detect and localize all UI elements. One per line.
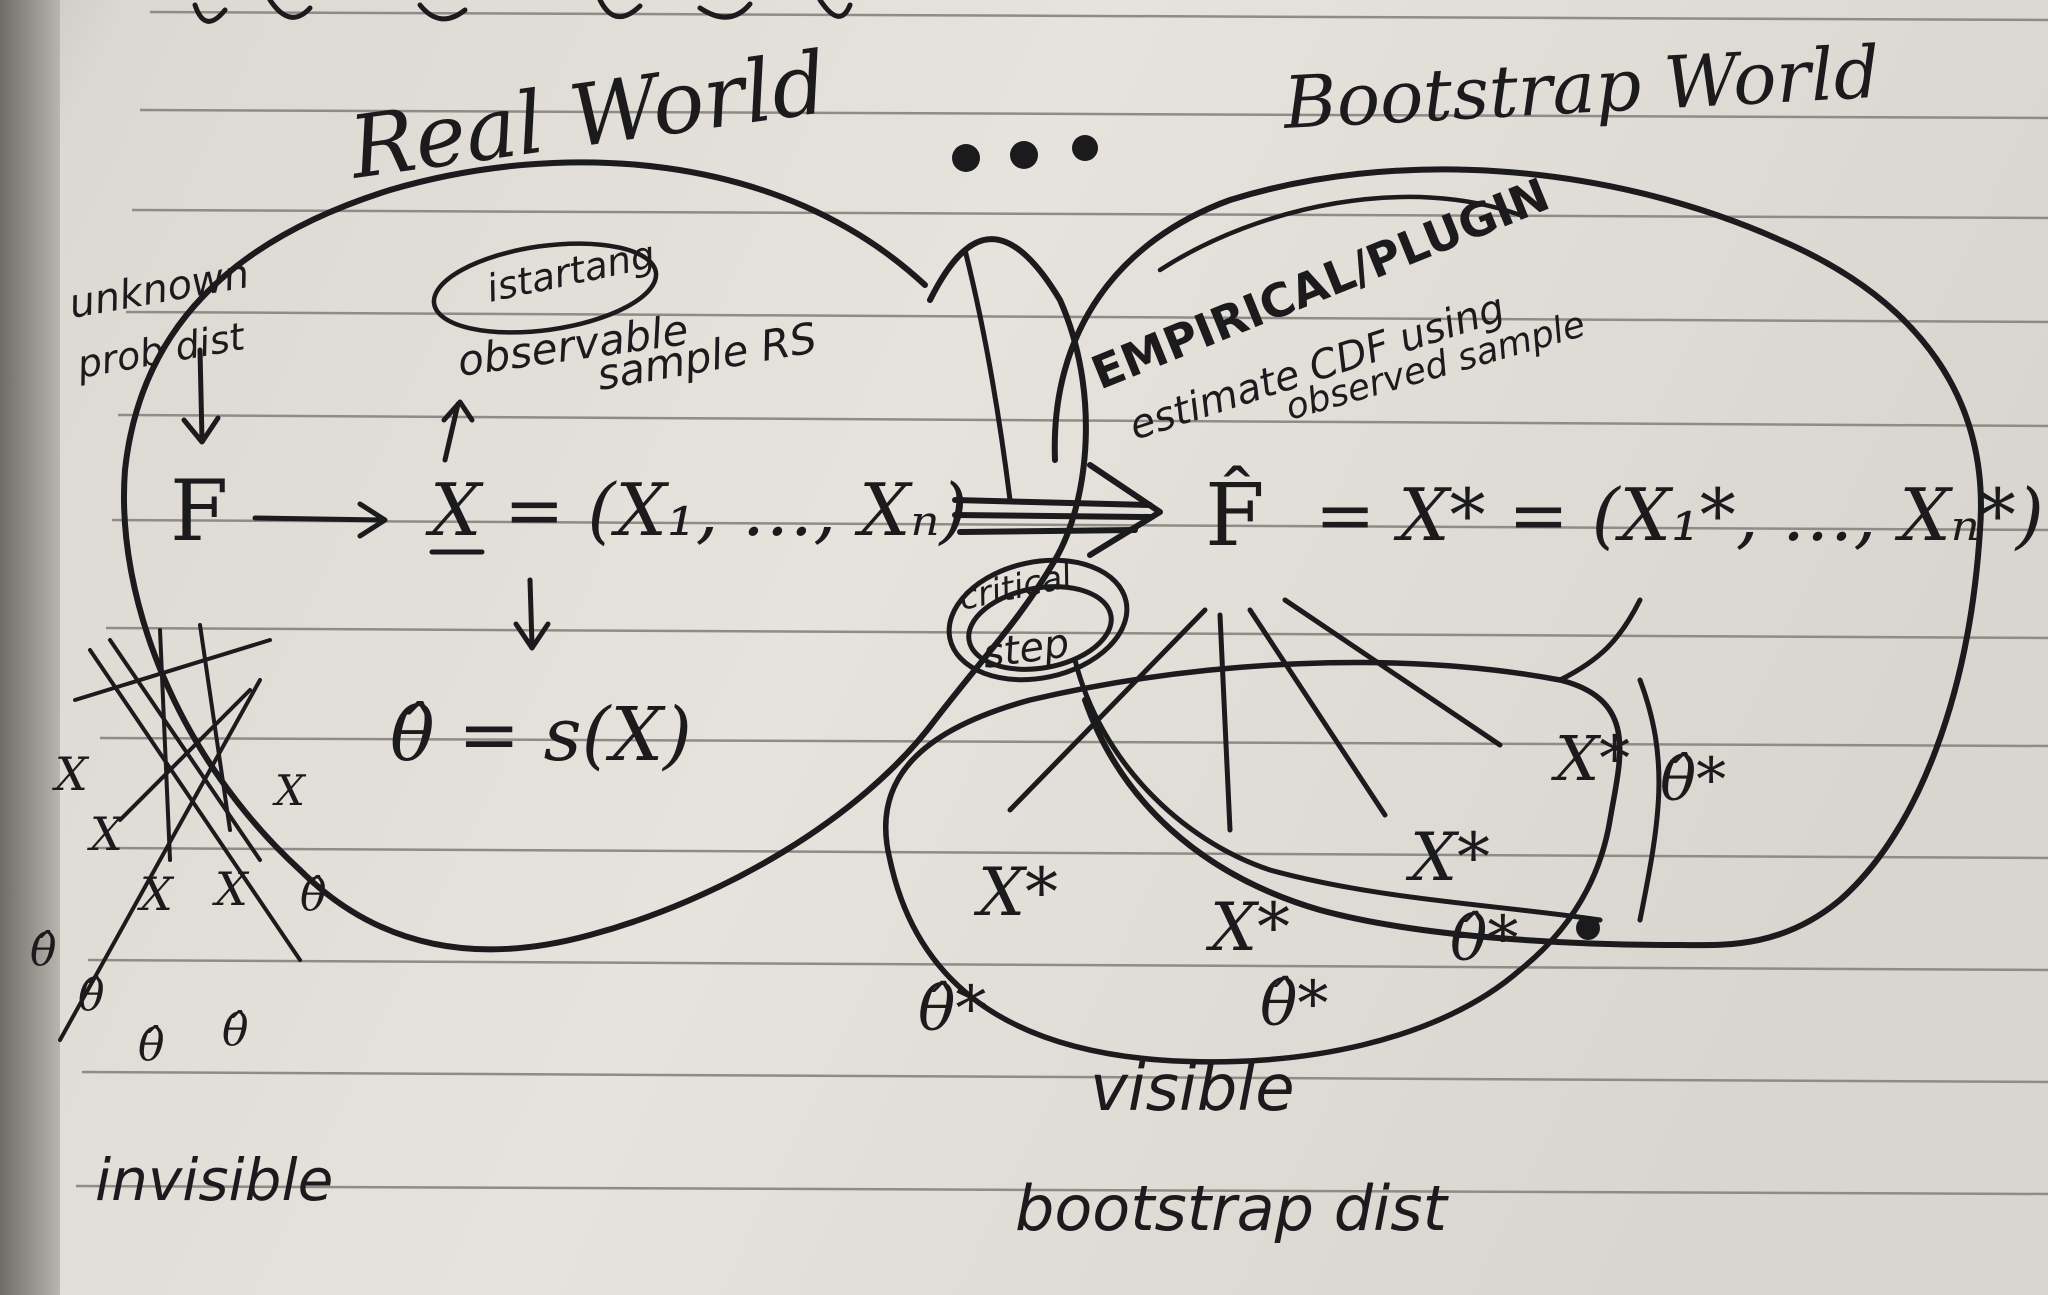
binding-shadow	[0, 0, 60, 1295]
f-hat-symbol: F̂	[1205, 465, 1265, 566]
x-to-theta-arrow	[513, 577, 551, 651]
theta-star-3: θ̂*	[1450, 902, 1518, 975]
loop-drawing	[121, 159, 1984, 1065]
theta-small-4: θ̂	[222, 1005, 249, 1056]
x-small-4: X	[212, 862, 250, 916]
unknown-arrow	[181, 347, 221, 445]
f-symbol: F	[170, 462, 228, 560]
x-sample-equation: X = (X₁, …, Xₙ)	[425, 468, 968, 552]
big-arrow	[952, 462, 1163, 558]
observable-arrow	[441, 399, 475, 463]
theta-small-2: θ̂	[78, 970, 105, 1021]
invisible-cluster	[58, 623, 302, 1042]
x-star-3: X*	[1405, 819, 1490, 896]
x-small-3: X	[137, 867, 175, 921]
invisible-label: invisible	[95, 1146, 333, 1214]
theta-small-1: θ̂	[30, 925, 57, 976]
ellipsis-dots	[952, 135, 1098, 172]
x-small-5: X	[272, 766, 307, 815]
x-star-equation: = X* = (X₁*, …, Xₙ*)	[1315, 473, 2044, 557]
x-star-2: X*	[1205, 889, 1290, 966]
bootstrap-dist-label: bootstrap dist	[1015, 1172, 1450, 1245]
theta-small-3: θ̂	[138, 1020, 165, 1071]
theta-small-5: θ̂	[300, 870, 327, 921]
ruled-lines	[75, 10, 2048, 1196]
top-scribble	[192, 0, 853, 24]
x-small-2: X	[87, 807, 125, 861]
theta-star-2: θ̂*	[1260, 967, 1328, 1040]
x-star-4: X*	[1551, 722, 1630, 795]
f-to-x-arrow	[252, 501, 388, 539]
theta-star-1: θ̂*	[918, 972, 986, 1045]
x-small-1: X	[52, 747, 90, 801]
theta-hat-equation: θ̂ = s(X)	[390, 692, 692, 778]
visible-label: visible	[1090, 1052, 1295, 1126]
fan-lines	[1007, 597, 1503, 833]
x-star-1: X*	[973, 854, 1058, 931]
theta-star-4: θ̂*	[1660, 745, 1726, 815]
